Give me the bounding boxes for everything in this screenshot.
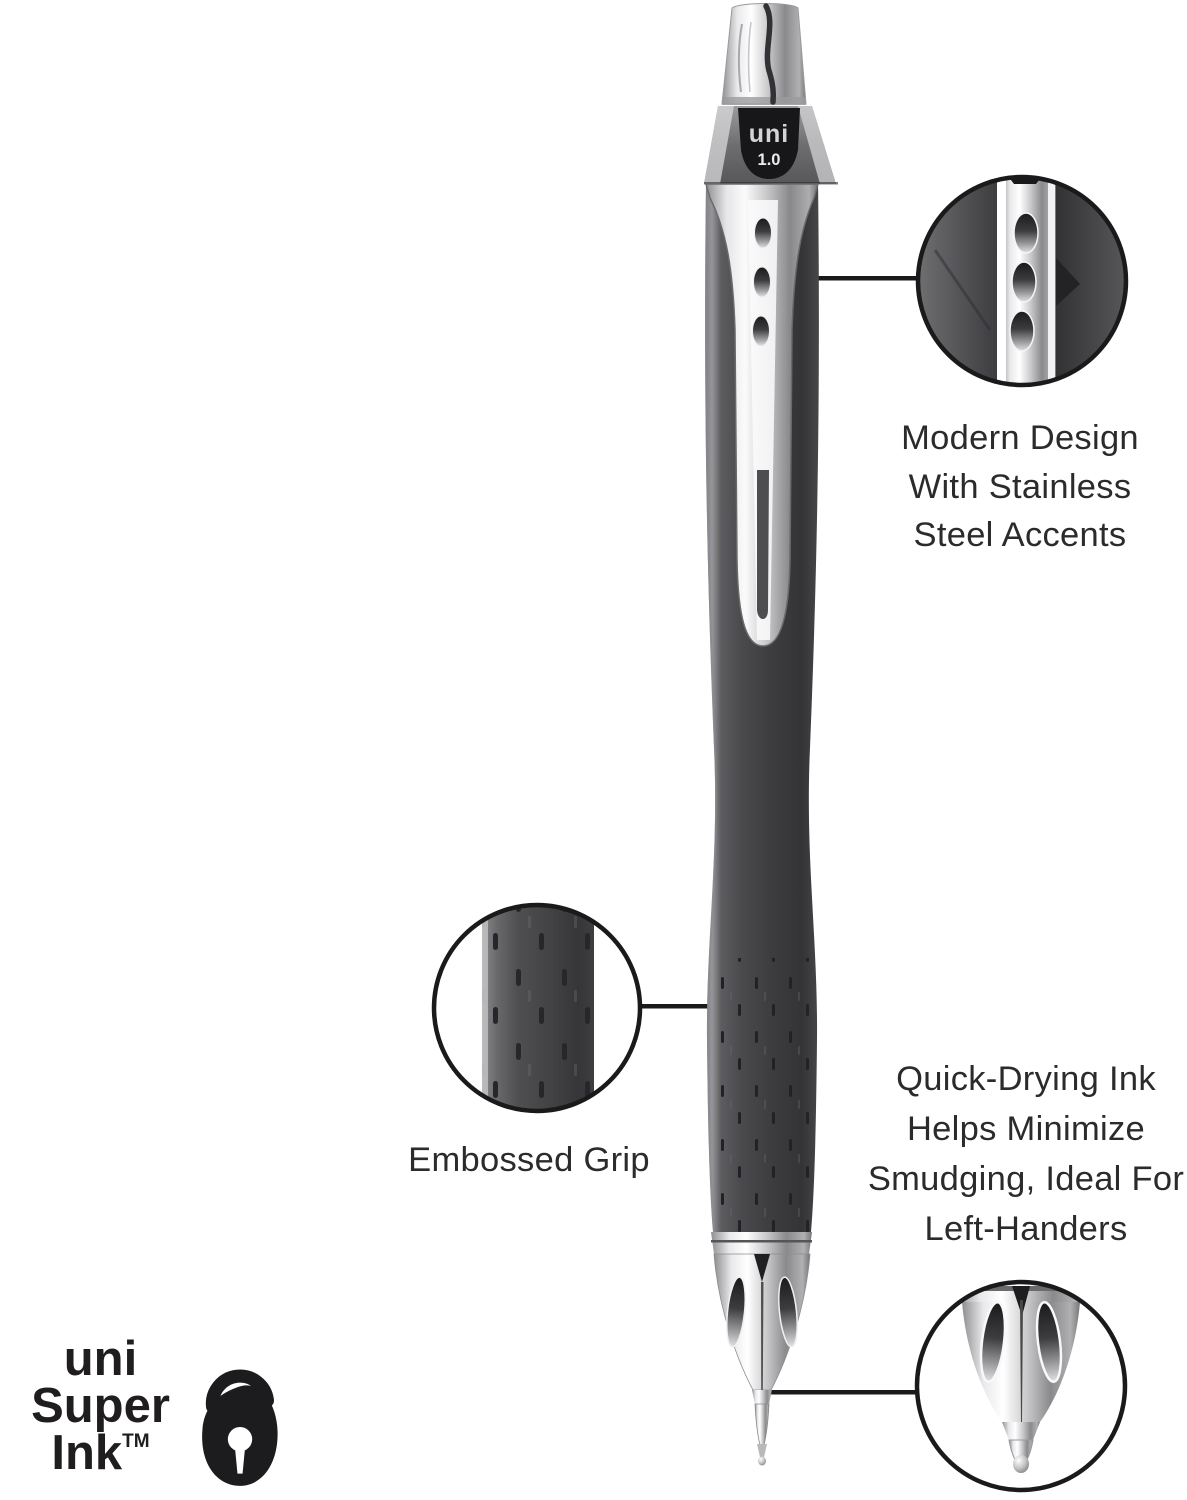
trademark-symbol: TM <box>122 1431 150 1452</box>
connector-line-grip <box>638 1004 716 1009</box>
callout-text-quick-drying: Quick-Drying Ink Helps Minimize Smudging… <box>867 1060 1185 1248</box>
pen: uni 1.0 <box>704 3 838 1466</box>
padlock-icon <box>202 1369 278 1486</box>
pen-grip <box>705 958 819 1232</box>
pen-collar: uni 1.0 <box>704 106 838 185</box>
logo-line-uni: uni <box>63 1332 138 1386</box>
logo-line-ink: InkTM <box>51 1426 150 1480</box>
pen-brand-text: uni <box>749 120 790 148</box>
callout-circle-grip-detail <box>431 902 643 1114</box>
callout-text-modern-design: Modern Design With Stainless Steel Accen… <box>901 419 1139 554</box>
connector-line-tip <box>768 1390 918 1395</box>
pen-point-size-text: 1.0 <box>758 151 781 169</box>
callout-text-embossed-grip: Embossed Grip <box>408 1141 650 1179</box>
callout-circle-tip-detail <box>914 1279 1128 1493</box>
pen-tip <box>711 1232 812 1466</box>
uni-super-ink-logo: uni Super InkTM <box>18 1332 183 1487</box>
callout-circle-clip-detail <box>915 174 1129 388</box>
pen-clip <box>705 183 819 647</box>
pen-plunger <box>721 3 807 105</box>
logo-line-super: Super <box>31 1379 170 1433</box>
connector-line-clip <box>806 276 920 281</box>
